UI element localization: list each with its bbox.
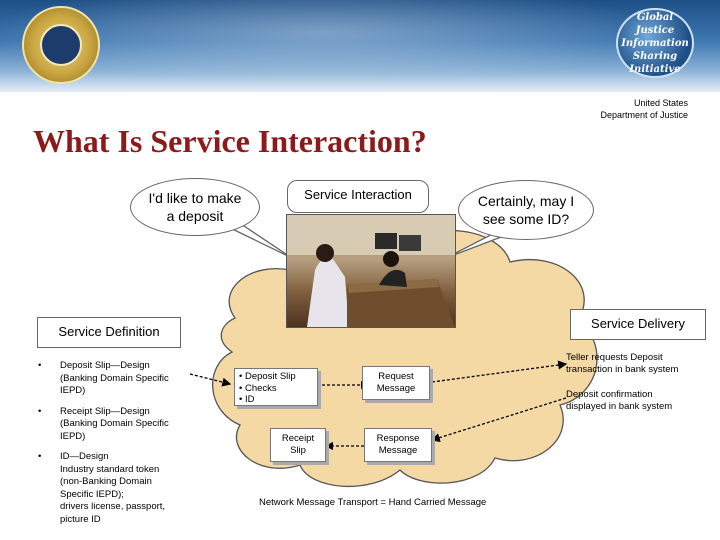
department-line-2: Department of Justice [600, 110, 688, 120]
customer-bubble-line-2: a deposit [166, 208, 224, 224]
definition-2-line-1: Receipt Slip—Design [60, 405, 150, 417]
definition-item: Deposit Slip—Design (Banking Domain Spec… [38, 360, 188, 398]
response-message-box: Response Message [364, 428, 432, 462]
definition-3-line-3: (non-Banking Domain [60, 476, 152, 487]
bank-teller-photo [286, 214, 456, 328]
banner-sheen [0, 0, 720, 92]
confirmation-note-line-2: displayed in bank system [566, 401, 673, 412]
deposit-items-box: Deposit Slip Checks ID [234, 368, 318, 406]
teller-speech-bubble: Certainly, may I see some ID? [458, 180, 594, 240]
global-logo-line-3: Sharing Initiative [629, 50, 681, 75]
service-interaction-label: Service Interaction [287, 180, 429, 213]
teller-note-line-2: transaction in bank system [566, 364, 679, 375]
request-message-box: Request Message [362, 366, 430, 400]
service-delivery-label: Service Delivery [570, 309, 706, 340]
doj-seal-logo [22, 6, 100, 84]
confirmation-to-response-arrow [430, 397, 567, 443]
definition-to-deposit-arrow [189, 373, 232, 387]
receipt-slip-line-2: Slip [290, 445, 306, 456]
customer-speech-bubble: I'd like to make a deposit [130, 178, 260, 236]
global-logo-line-2: Information [621, 37, 689, 49]
customer-bubble-line-1: I'd like to make [148, 190, 242, 206]
definition-item: ID—Design Industry standard token (non-B… [38, 451, 188, 526]
receipt-slip-line-1: Receipt [281, 433, 315, 444]
service-definition-label: Service Definition [37, 317, 181, 348]
request-message-line-2: Message [376, 383, 416, 394]
confirmation-note-line-1: Deposit confirmation [566, 389, 653, 400]
bank-teller-scene [287, 215, 455, 327]
definition-1-line-3: IEPD) [60, 385, 86, 396]
service-definition-list: Deposit Slip—Design (Banking Domain Spec… [38, 360, 188, 534]
response-message-line-1: Response [376, 433, 420, 444]
deposit-item-id: ID [239, 394, 313, 406]
response-message-line-2: Message [378, 445, 418, 456]
request-to-teller-arrow [431, 360, 568, 383]
definition-3-line-2: Industry standard token [60, 463, 160, 475]
definition-item: Receipt Slip—Design (Banking Domain Spec… [38, 406, 188, 444]
definition-2-line-2: (Banking Domain Specific [60, 418, 169, 429]
deposit-item-checks: Checks [239, 383, 313, 395]
teller-note-line-1: Teller requests Deposit [566, 352, 663, 363]
definition-3-line-6: picture ID [60, 513, 101, 525]
header-banner [0, 0, 720, 92]
deposit-confirmation-note: Deposit confirmation displayed in bank s… [566, 389, 706, 413]
teller-bubble-line-1: Certainly, may I [477, 193, 575, 209]
teller-bubble-line-2: see some ID? [482, 211, 570, 227]
deposit-item-slip: Deposit Slip [239, 371, 313, 383]
definition-3-line-1: ID—Design [60, 451, 109, 462]
definition-1-line-1: Deposit Slip—Design [60, 360, 150, 371]
definition-2-line-3: IEPD) [60, 430, 86, 442]
department-label: United States Department of Justice [600, 97, 688, 121]
seal-eagle-icon [40, 24, 82, 66]
receipt-slip-box: Receipt Slip [270, 428, 326, 462]
definition-3-line-4: Specific IEPD); [60, 488, 124, 500]
global-justice-logo: Global Justice Information Sharing Initi… [616, 8, 694, 78]
network-transport-note: Network Message Transport = Hand Carried… [259, 497, 487, 508]
teller-request-note: Teller requests Deposit transaction in b… [566, 352, 706, 376]
request-message-line-1: Request [378, 371, 414, 382]
department-line-1: United States [633, 98, 688, 108]
definition-1-line-2: (Banking Domain Specific [60, 372, 169, 384]
page-title: What Is Service Interaction? [33, 123, 427, 159]
global-logo-line-1: Global Justice [635, 11, 675, 36]
definition-3-line-5: drivers license, passport, [60, 501, 166, 512]
